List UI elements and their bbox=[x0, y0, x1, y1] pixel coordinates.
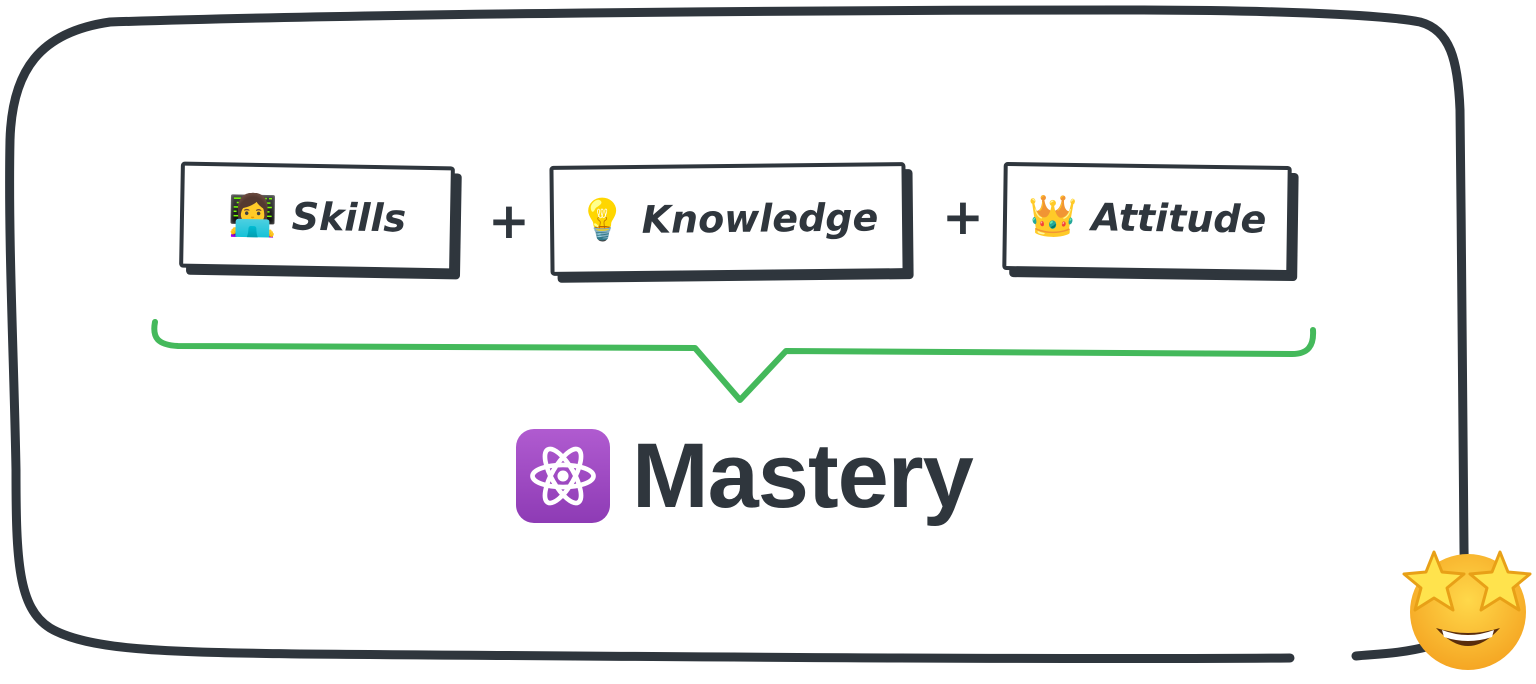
attitude-label: Attitude bbox=[1091, 195, 1267, 242]
atom-symbol-icon bbox=[516, 429, 610, 523]
mastery-label: Mastery bbox=[632, 425, 974, 527]
attitude-card: 👑 Attitude bbox=[1002, 161, 1292, 275]
skills-label: Skills bbox=[291, 194, 407, 241]
green-brace bbox=[151, 319, 1317, 403]
plus-operator: + bbox=[942, 188, 984, 246]
hand-drawn-frame bbox=[5, 5, 1469, 664]
crown-emoji-icon: 👑 bbox=[1027, 193, 1078, 241]
plus-operator: + bbox=[488, 192, 530, 250]
technologist-emoji-icon: 👩‍💻 bbox=[227, 192, 279, 240]
knowledge-card: 💡 Knowledge bbox=[549, 162, 907, 276]
skills-card: 👩‍💻 Skills bbox=[179, 161, 455, 273]
mastery-result: Mastery bbox=[516, 425, 974, 527]
knowledge-label: Knowledge bbox=[641, 195, 879, 242]
light-bulb-emoji-icon: 💡 bbox=[577, 197, 628, 244]
star-struck-icon bbox=[1402, 550, 1532, 670]
